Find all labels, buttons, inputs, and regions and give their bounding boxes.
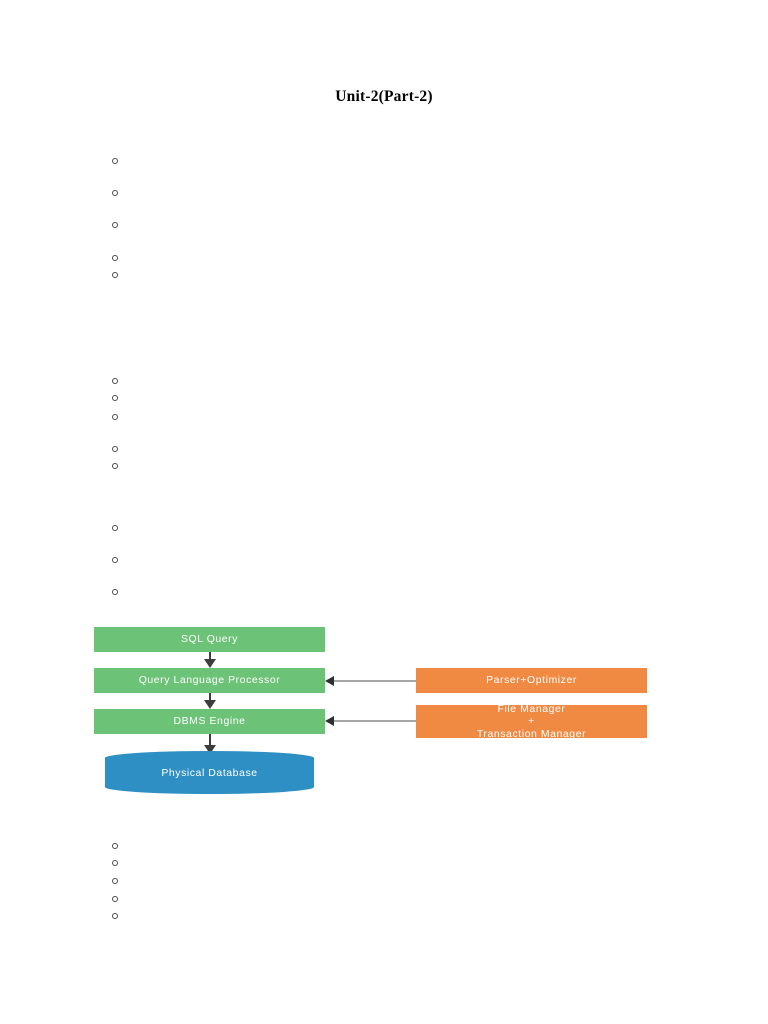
circle-bullet-icon bbox=[112, 414, 118, 420]
diagram-node-query-language-processor[interactable]: Query Language Processor bbox=[94, 668, 325, 693]
circle-bullet-icon bbox=[112, 190, 118, 196]
circle-bullet-icon bbox=[112, 158, 118, 164]
diagram-node-label: Query Language Processor bbox=[138, 674, 281, 687]
circle-bullet-icon bbox=[112, 557, 118, 563]
cylinder-bottom bbox=[105, 780, 314, 794]
arrow-sql-query-to-processor bbox=[204, 652, 216, 668]
circle-bullet-icon bbox=[112, 896, 118, 902]
arrow-processor-to-engine bbox=[204, 693, 216, 709]
circle-bullet-icon bbox=[112, 255, 118, 261]
circle-bullet-icon bbox=[112, 525, 118, 531]
circle-bullet-icon bbox=[112, 463, 118, 469]
diagram-node-parser-optimizer[interactable]: Parser+Optimizer bbox=[416, 668, 647, 693]
circle-bullet-icon bbox=[112, 913, 118, 919]
diagram-node-label-line1: File Manager bbox=[497, 702, 566, 715]
diagram-node-physical-database[interactable]: Physical Database bbox=[105, 751, 314, 794]
diagram-node-label: SQL Query bbox=[180, 633, 239, 646]
arrow-parser-to-processor bbox=[325, 676, 416, 686]
arrow-manager-to-engine bbox=[325, 716, 416, 726]
circle-bullet-icon bbox=[112, 860, 118, 866]
circle-bullet-icon bbox=[112, 589, 118, 595]
diagram-node-dbms-engine[interactable]: DBMS Engine bbox=[94, 709, 325, 734]
circle-bullet-icon bbox=[112, 222, 118, 228]
diagram-node-label-line2: + bbox=[528, 715, 535, 728]
circle-bullet-icon bbox=[112, 446, 118, 452]
arrow-engine-to-database bbox=[204, 734, 216, 754]
circle-bullet-icon bbox=[112, 272, 118, 278]
diagram-node-label-line3: Transaction Manager bbox=[476, 727, 587, 740]
diagram-node-sql-query[interactable]: SQL Query bbox=[94, 627, 325, 652]
circle-bullet-icon bbox=[112, 843, 118, 849]
diagram-node-file-transaction-manager[interactable]: File Manager + Transaction Manager bbox=[416, 702, 647, 740]
circle-bullet-icon bbox=[112, 378, 118, 384]
diagram-node-label: Physical Database bbox=[161, 766, 258, 779]
diagram-node-label: DBMS Engine bbox=[173, 715, 246, 728]
diagram-node-label: Parser+Optimizer bbox=[486, 674, 577, 687]
page-title: Unit-2(Part-2) bbox=[335, 88, 433, 105]
cylinder-top bbox=[105, 751, 314, 765]
circle-bullet-icon bbox=[112, 878, 118, 884]
circle-bullet-icon bbox=[112, 395, 118, 401]
